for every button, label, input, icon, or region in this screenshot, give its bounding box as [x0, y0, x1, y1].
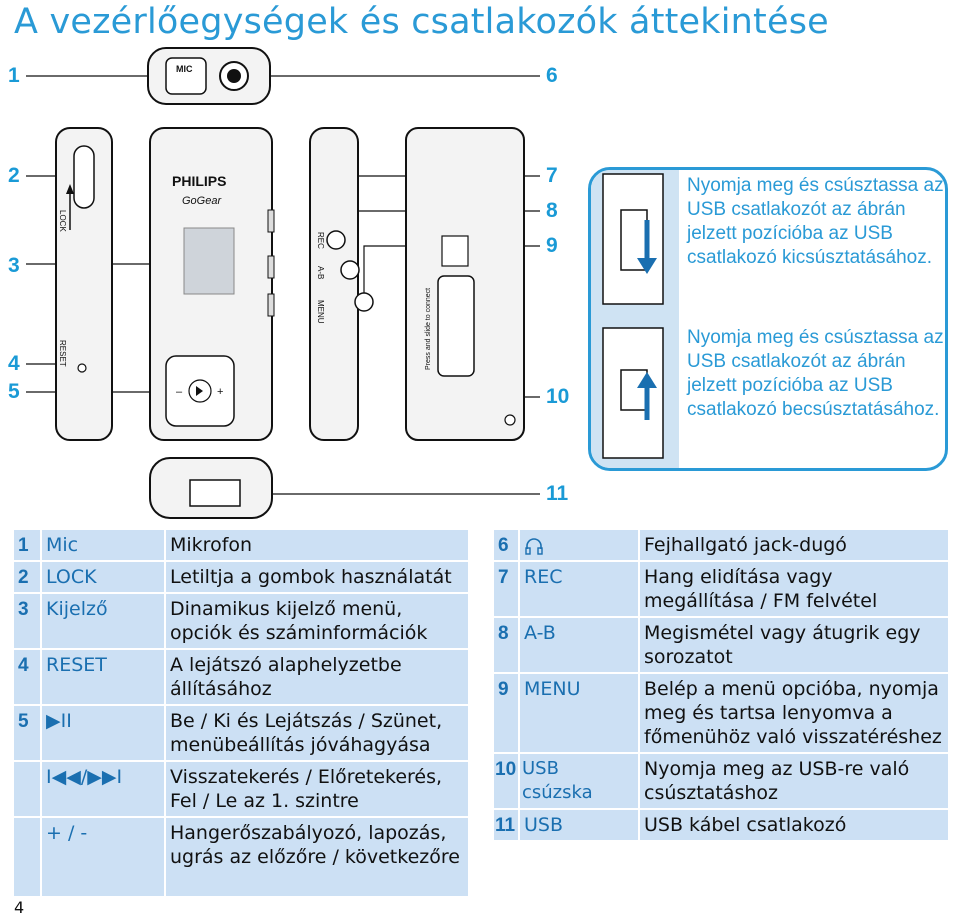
- controls-table-left: 1 Mic Mikrofon 2 LOCK Letiltja a gombok …: [14, 530, 470, 896]
- row-num: 8: [498, 623, 509, 644]
- menu-label: MENU: [316, 300, 325, 324]
- row-key: + / -: [46, 822, 88, 844]
- page-number: 4: [14, 898, 25, 917]
- callout-1: 1: [8, 64, 20, 87]
- usb-slide-out-text: Nyomja meg és csúsztassa az USB csatlako…: [687, 175, 944, 268]
- row-desc: Dinamikus kijelző menü, opciók és számin…: [170, 598, 428, 644]
- side-view-right: REC A-B MENU: [309, 127, 374, 441]
- row-key: A-B: [524, 622, 556, 644]
- reset-label: RESET: [58, 340, 67, 367]
- usb-slide-in-text: Nyomja meg és csúsztassa az USB csatlako…: [687, 327, 944, 420]
- row-num: 3: [18, 599, 29, 620]
- row-num: 11: [495, 815, 516, 836]
- callout-10: 10: [546, 385, 570, 408]
- svg-text:–: –: [176, 386, 183, 398]
- row-key: Kijelző: [46, 598, 108, 620]
- row-num: 4: [18, 655, 29, 676]
- model-label: GoGear: [182, 195, 222, 207]
- bottom-view-device: [149, 457, 273, 519]
- row-key: USB csúzska: [522, 758, 593, 803]
- usb-info-box: Nyomja meg és csúsztassa az USB csatlako…: [588, 167, 948, 471]
- row-key: MENU: [524, 678, 581, 700]
- row-num: 7: [498, 567, 509, 588]
- row-key: Mic: [46, 534, 79, 556]
- row-desc: Be / Ki és Lejátszás / Szünet, menübeáll…: [170, 710, 443, 756]
- row-desc: Belép a menü opcióba, nyomja meg és tart…: [644, 678, 942, 748]
- row-num: 5: [18, 711, 29, 732]
- skip-icons: I◀◀/▶▶I: [46, 766, 123, 788]
- front-view-device: PHILIPS GoGear – +: [149, 127, 275, 441]
- row-key: LOCK: [46, 566, 97, 588]
- lock-label: LOCK: [58, 210, 67, 232]
- row-num: 1: [18, 535, 29, 556]
- back-view-device: Press and slide to connect: [405, 127, 525, 441]
- callout-9: 9: [546, 234, 558, 257]
- row-desc: Letiltja a gombok használatát: [170, 566, 452, 588]
- usb-arrow-icons: [602, 173, 664, 459]
- callout-6: 6: [546, 64, 558, 87]
- rec-label: REC: [316, 232, 325, 249]
- row-desc: USB kábel csatlakozó: [644, 814, 847, 836]
- callout-3: 3: [8, 254, 20, 277]
- row-key: REC: [524, 566, 563, 588]
- row-desc: Mikrofon: [170, 534, 253, 556]
- callout-5: 5: [8, 380, 20, 403]
- page-title: A vezérlőegységek és csatlakozók áttekin…: [14, 2, 829, 42]
- row-num: 9: [498, 679, 509, 700]
- svg-text:+: +: [217, 386, 223, 398]
- usb-slide-illustration: [591, 170, 679, 468]
- row-desc: A lejátszó alaphelyzetbe állításához: [170, 654, 402, 700]
- row-desc: Fejhallgató jack-dugó: [644, 534, 847, 556]
- brand-label: PHILIPS: [172, 173, 226, 189]
- callout-11: 11: [546, 482, 569, 505]
- side-view-left: LOCK RESET: [55, 127, 113, 441]
- ab-label: A-B: [316, 266, 325, 279]
- row-desc: Hang elidítása vagy megállítása / FM fel…: [644, 566, 878, 612]
- headphone-icon: [525, 537, 543, 555]
- row-num: 10: [495, 759, 517, 780]
- press-slide-label: Press and slide to connect: [425, 288, 432, 370]
- device-diagram: MIC LOCK RESET PHILIPS GoGear – + REC A-…: [26, 47, 540, 519]
- top-view-device: MIC: [147, 47, 271, 105]
- callout-4: 4: [8, 352, 20, 375]
- display-screen: [183, 227, 235, 295]
- row-key: RESET: [46, 654, 107, 676]
- play-pause-icon: ▶II: [46, 710, 72, 732]
- callout-8: 8: [546, 199, 558, 222]
- row-desc: Megismétel vagy átugrik egy sorozatot: [644, 622, 921, 668]
- controls-table-right: 6 Fejhallgató jack-dugó 7 REC Hang elidí…: [494, 530, 948, 842]
- row-num: 6: [498, 535, 509, 556]
- mic-label: MIC: [176, 64, 193, 74]
- row-key: USB: [524, 814, 564, 836]
- callout-7: 7: [546, 164, 558, 187]
- row-num: 2: [18, 567, 29, 588]
- callout-2: 2: [8, 164, 20, 187]
- row-desc: Visszatekerés / Előretekerés, Fel / Le a…: [170, 766, 443, 812]
- row-desc: Nyomja meg az USB-re való csúsztatáshoz: [644, 758, 910, 804]
- row-desc: Hangerőszabályozó, lapozás, ugrás az elő…: [170, 822, 460, 868]
